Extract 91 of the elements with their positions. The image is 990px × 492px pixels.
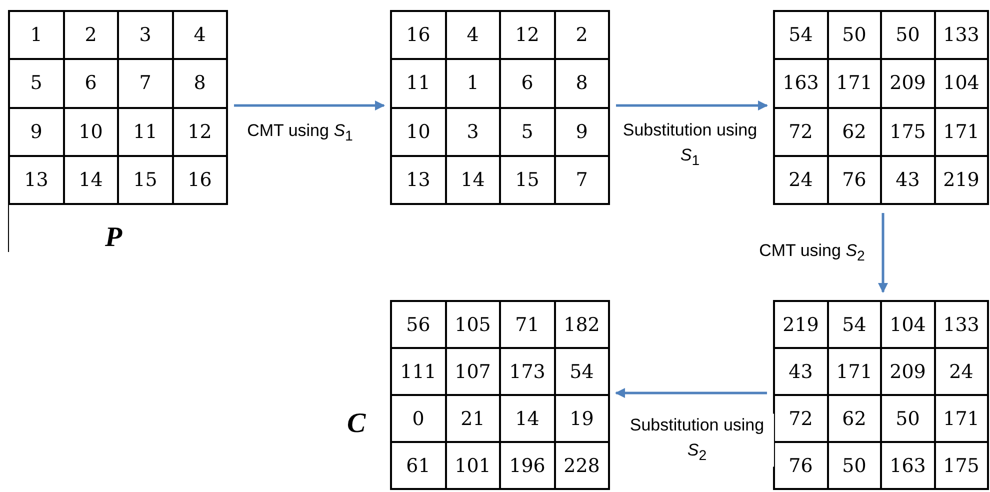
cell-value: 182 xyxy=(564,314,600,336)
cell-value: 7 xyxy=(139,72,152,94)
cell-value: 171 xyxy=(836,72,872,94)
cell-value: 228 xyxy=(564,454,600,476)
cell-value: 196 xyxy=(509,454,546,476)
cell-value: 219 xyxy=(943,168,980,191)
cell-value: 11 xyxy=(133,120,158,143)
cell-value: 14 xyxy=(460,168,485,191)
cell-value: 5 xyxy=(521,120,534,143)
cell-value: 43 xyxy=(788,360,813,382)
cell-value: 13 xyxy=(24,168,48,191)
cell-value: 16 xyxy=(188,168,212,191)
cell-value: 6 xyxy=(84,72,97,94)
cell-value: 133 xyxy=(943,24,980,46)
cell-value: 56 xyxy=(406,314,430,336)
cell-value: 4 xyxy=(466,24,479,46)
cell-value: 43 xyxy=(896,168,920,191)
cell-value: 4 xyxy=(194,24,206,46)
cell-value: 50 xyxy=(842,24,866,46)
cell-value: 3 xyxy=(466,120,479,143)
cell-value: 111 xyxy=(400,360,436,382)
matrix-grid xyxy=(773,10,989,205)
cell-value: 21 xyxy=(460,408,485,430)
cell-value: 105 xyxy=(454,314,491,336)
cell-value: 133 xyxy=(943,314,980,336)
cell-value: 163 xyxy=(782,72,819,94)
matrix-label: P xyxy=(105,222,122,254)
cell-value: 7 xyxy=(576,168,588,191)
cell-value: 171 xyxy=(836,360,872,382)
cell-value: 175 xyxy=(943,454,980,476)
cell-value: 9 xyxy=(30,120,42,143)
cell-value: 14 xyxy=(515,408,540,430)
matrix-grid xyxy=(390,300,610,490)
cell-value: 19 xyxy=(570,408,594,430)
cell-value: 104 xyxy=(890,314,926,336)
cell-value: 62 xyxy=(842,408,866,430)
cell-value: 209 xyxy=(890,72,926,94)
cell-value: 171 xyxy=(943,408,980,430)
cell-value: 13 xyxy=(406,168,430,191)
cell-value: 1 xyxy=(30,24,42,46)
cell-value: 12 xyxy=(515,24,540,46)
cell-value: 16 xyxy=(406,24,430,46)
cell-value: 101 xyxy=(454,454,491,476)
cell-value: 76 xyxy=(788,454,813,476)
cell-value: 12 xyxy=(188,120,212,143)
cell-value: 76 xyxy=(842,168,866,191)
cell-value: 8 xyxy=(194,72,206,94)
cell-value: 8 xyxy=(576,72,588,94)
cell-value: 72 xyxy=(788,120,813,143)
matrix-grid xyxy=(390,10,610,205)
cell-value: 10 xyxy=(78,120,103,143)
cell-value: 3 xyxy=(139,24,152,46)
cell-value: 14 xyxy=(78,168,103,191)
cell-value: 209 xyxy=(890,360,926,382)
arrow xyxy=(878,213,888,293)
cell-value: 15 xyxy=(515,168,540,191)
cell-value: 0 xyxy=(412,408,424,430)
cell-value: 6 xyxy=(521,72,534,94)
cell-value: 15 xyxy=(133,168,158,191)
cell-value: 171 xyxy=(943,120,980,143)
cell-value: 54 xyxy=(788,24,813,46)
cell-value: 2 xyxy=(576,24,588,46)
cell-value: 50 xyxy=(896,408,920,430)
cell-value: 50 xyxy=(842,454,866,476)
cell-value: 175 xyxy=(890,120,926,143)
arrow xyxy=(234,100,385,110)
cell-value: 72 xyxy=(788,408,813,430)
cell-value: 2 xyxy=(84,24,97,46)
cell-value: 219 xyxy=(782,314,819,336)
cell-value: 61 xyxy=(406,454,430,476)
cell-value: 50 xyxy=(896,24,920,46)
cell-value: 24 xyxy=(788,168,813,191)
arrow xyxy=(616,100,768,110)
cell-value: 1 xyxy=(466,72,479,94)
matrix-grid xyxy=(773,300,989,490)
cell-value: 62 xyxy=(842,120,866,143)
matrix-label: C xyxy=(347,408,366,440)
cell-value: 9 xyxy=(576,120,588,143)
cell-value: 10 xyxy=(406,120,430,143)
arrow xyxy=(615,388,767,398)
cell-value: 71 xyxy=(515,314,540,336)
cell-value: 54 xyxy=(842,314,866,336)
matrix-grid xyxy=(8,10,228,205)
cell-value: 104 xyxy=(943,72,980,94)
cell-value: 24 xyxy=(949,360,974,382)
cell-value: 107 xyxy=(454,360,491,382)
cell-value: 54 xyxy=(570,360,594,382)
cell-value: 163 xyxy=(890,454,926,476)
cell-value: 5 xyxy=(30,72,42,94)
cell-value: 173 xyxy=(509,360,546,382)
cell-value: 11 xyxy=(406,72,430,94)
